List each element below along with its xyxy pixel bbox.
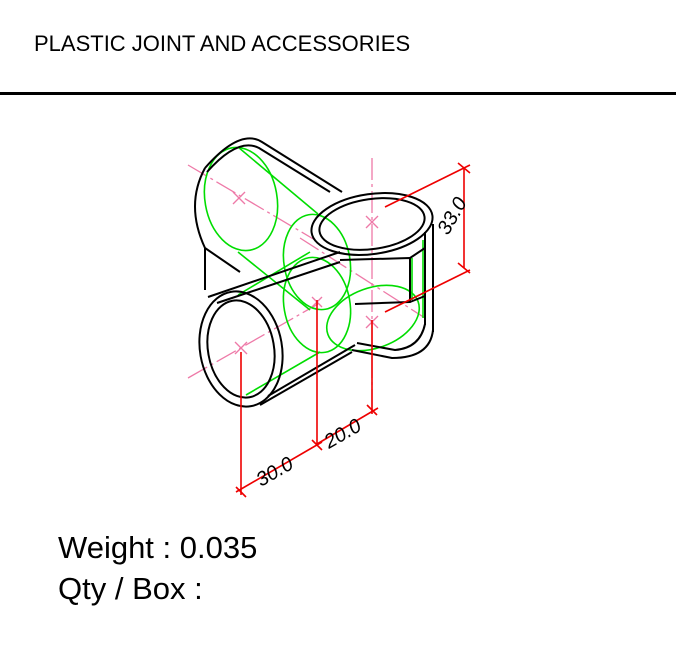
page-title: PLASTIC JOINT AND ACCESSORIES: [34, 31, 411, 56]
header-divider: [0, 92, 676, 95]
object-outline: [194, 137, 434, 408]
dimension-lines: [235, 162, 471, 498]
centerline-top-cylinder: [187, 164, 316, 241]
dimension-label-right-width: 20.0: [320, 415, 366, 454]
centerline-diag-upper: [299, 237, 426, 319]
weight-label: Weight : 0.035: [58, 530, 258, 565]
centerline-bottom-cylinder: [187, 303, 319, 379]
hidden-edges: [203, 146, 424, 396]
dimension-label-height: 33.0: [433, 194, 472, 239]
qty-per-box-label: Qty / Box :: [58, 571, 203, 606]
dimension-label-left-width: 30.0: [253, 453, 298, 492]
